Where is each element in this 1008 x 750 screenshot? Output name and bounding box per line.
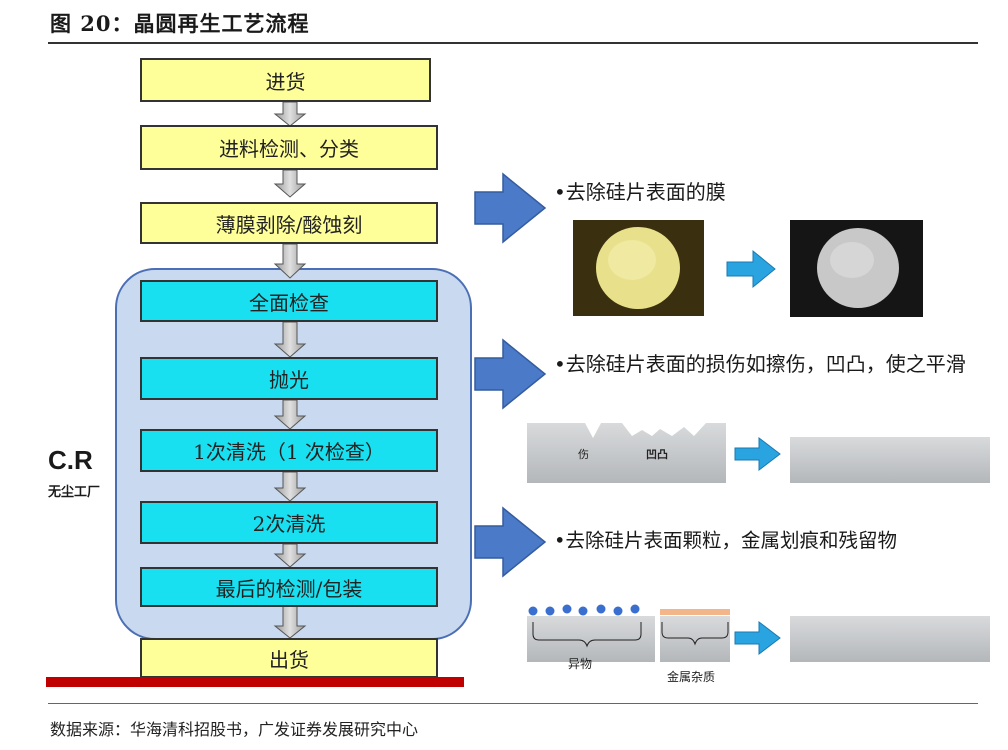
right-arrow-icon	[474, 506, 547, 578]
step-shipping: 出货	[140, 638, 438, 678]
small-right-arrow-icon	[726, 249, 776, 289]
down-arrow-icon	[273, 101, 307, 127]
bump-label: 凹凸	[646, 448, 668, 461]
cleanroom-sublabel: 无尘工厂	[48, 484, 101, 499]
note-particle-removal: •去除硅片表面颗粒，金属划痕和残留物	[554, 529, 898, 552]
cleanroom-label: C.R	[48, 445, 93, 475]
step-full-inspection: 全面检查	[140, 280, 438, 322]
wafer-before-image	[573, 220, 704, 316]
contaminated-wafer-section	[527, 604, 730, 662]
clean-wafer-section	[790, 616, 990, 662]
footer-divider	[48, 703, 978, 704]
damaged-wafer-section	[527, 423, 726, 483]
smooth-wafer-section	[790, 437, 990, 483]
small-right-arrow-icon	[734, 436, 781, 472]
step-film-stripping: 薄膜剥除/酸蚀刻	[140, 202, 438, 244]
metal-impurity-label: 金属杂质	[667, 670, 716, 684]
down-arrow-icon	[273, 169, 307, 198]
right-arrow-icon	[474, 172, 547, 244]
particles-label: 异物	[568, 657, 593, 671]
data-source: 数据来源：华海清科招股书，广发证券发展研究中心	[50, 720, 419, 739]
wafer-after-image	[790, 220, 923, 317]
step-first-cleaning: 1次清洗（1 次检查）	[140, 429, 438, 472]
down-arrow-icon	[273, 603, 307, 639]
down-arrow-icon	[273, 321, 307, 358]
down-arrow-icon	[273, 399, 307, 430]
step-polishing: 抛光	[140, 357, 438, 400]
title-divider	[48, 42, 978, 44]
figure-title: 图 20：晶圆再生工艺流程	[50, 11, 310, 36]
small-right-arrow-icon	[734, 620, 781, 656]
down-arrow-icon	[273, 543, 307, 568]
step-incoming-inspection: 进料检测、分类	[140, 125, 438, 170]
scratch-label: 伤	[578, 448, 589, 461]
note-damage-removal: •去除硅片表面的损伤如擦伤，凹凸，使之平滑	[554, 352, 966, 376]
step-final-inspection: 最后的检测/包装	[140, 567, 438, 607]
step-second-cleaning: 2次清洗	[140, 501, 438, 544]
note-film-removal: •去除硅片表面的膜	[554, 180, 726, 204]
right-arrow-icon	[474, 338, 547, 410]
step-receiving: 进货	[140, 58, 431, 102]
down-arrow-icon	[273, 243, 307, 279]
bottom-red-bar	[46, 677, 464, 687]
down-arrow-icon	[273, 471, 307, 502]
